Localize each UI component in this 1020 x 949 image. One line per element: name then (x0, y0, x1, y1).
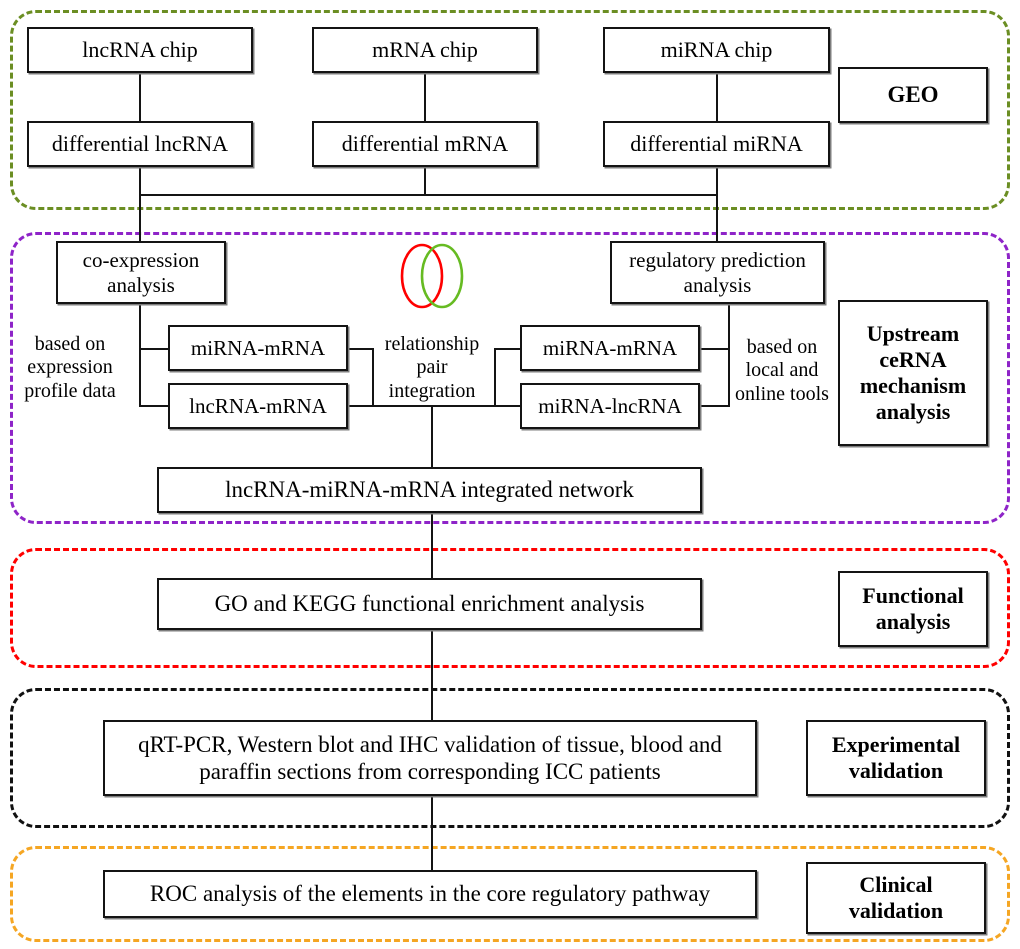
caption-right-basis: based on local and online tools (735, 335, 829, 405)
section-geo (10, 10, 1010, 210)
connector-co-expression-down (139, 304, 141, 407)
box-lncrna-chip: lncRNA chip (27, 27, 253, 73)
box-regulatory-prediction-analysis: regulatory prediction analysis (610, 241, 825, 304)
box-left-pair-lncrna-mrna: lncRNA-mRNA (168, 383, 348, 429)
connector-right-merge (494, 348, 496, 406)
caption-relationship-pair-integration: relationship pair integration (384, 332, 480, 402)
connector-experimental-to-clinical (431, 796, 433, 887)
box-differential-lncrna: differential lncRNA (27, 121, 253, 167)
box-differential-mirna: differential miRNA (603, 121, 830, 167)
box-co-expression-analysis: co-expression analysis (56, 241, 226, 304)
connector-diff-mrna-down (424, 167, 426, 195)
connector-left-lncrna-mrna-out (348, 405, 432, 407)
connector-left-merge (372, 348, 374, 406)
label-functional-analysis: Functional analysis (838, 571, 988, 647)
label-upstream-cerna: Upstream ceRNA mechanism analysis (838, 300, 988, 446)
box-mirna-chip: miRNA chip (603, 27, 830, 73)
box-go-kegg-enrichment: GO and KEGG functional enrichment analys… (157, 578, 702, 630)
connector-right-mirna-mrna-in (494, 348, 520, 350)
venn-diagram-icon (392, 242, 472, 310)
label-experimental-validation: Experimental validation (806, 720, 986, 796)
connector-diff-mirna-down (716, 167, 718, 243)
connector-lncrna-chip-down (139, 73, 141, 121)
section-experimental (10, 688, 1010, 828)
label-geo: GEO (838, 67, 988, 123)
connector-regulatory-prediction-down (728, 304, 730, 407)
connector-diff-lncrna-down (139, 167, 141, 243)
connector-right-mirna-lncrna-out (700, 405, 730, 407)
box-experimental-validation: qRT-PCR, Western blot and IHC validation… (103, 720, 757, 796)
box-integrated-network: lncRNA-miRNA-mRNA integrated network (157, 467, 702, 513)
box-right-pair-mirna-lncrna: miRNA-lncRNA (520, 383, 700, 429)
box-roc-analysis: ROC analysis of the elements in the core… (103, 870, 757, 918)
connector-geo-merge-bus (139, 194, 718, 196)
connector-network-to-functional (431, 513, 433, 578)
box-left-pair-mirna-mrna: miRNA-mRNA (168, 325, 348, 371)
connector-co-expression-to-mirna-mrna (139, 348, 169, 350)
box-mrna-chip: mRNA chip (312, 27, 538, 73)
box-differential-mrna: differential mRNA (312, 121, 538, 167)
connector-mirna-chip-down (716, 73, 718, 121)
box-right-pair-mirna-mrna: miRNA-mRNA (520, 325, 700, 371)
connector-right-mirna-lncrna-in (432, 405, 520, 407)
caption-left-basis: based on expression profile data (24, 332, 116, 402)
section-clinical (10, 846, 1010, 942)
section-cerna (10, 232, 1010, 524)
connector-middle-trunk-down (431, 405, 433, 467)
connector-functional-to-experimental (431, 630, 433, 720)
connector-right-mirna-mrna-out (700, 348, 730, 350)
section-functional (10, 548, 1010, 668)
connector-mrna-chip-down (424, 73, 426, 121)
connector-left-mirna-mrna-out (348, 348, 374, 350)
label-clinical-validation: Clinical validation (806, 862, 986, 934)
connector-co-expression-to-lncrna-mrna (139, 405, 169, 407)
